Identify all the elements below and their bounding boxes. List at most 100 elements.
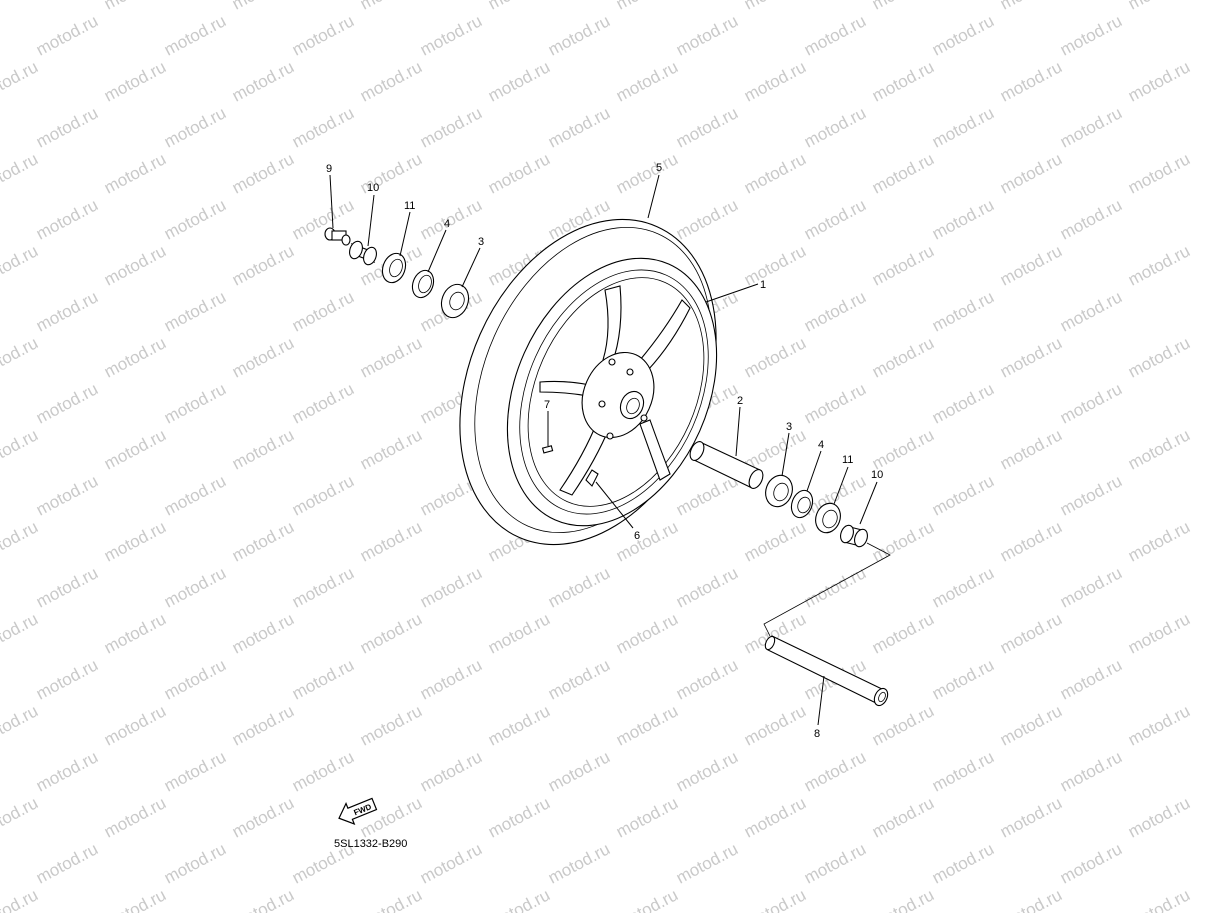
callout-1: 1: [760, 279, 766, 291]
disc-bolt: [640, 414, 648, 422]
watermark-text: motod.ru: [741, 885, 809, 913]
watermark-text: motod.ru: [101, 885, 169, 913]
watermark-text: motod.ru: [741, 241, 809, 289]
watermark-text: motod.ru: [485, 609, 553, 657]
watermark-text: motod.ru: [929, 839, 997, 887]
watermark-text: motod.ru: [869, 793, 937, 841]
callout-9: 9: [326, 163, 332, 175]
watermark-text: motod.ru: [289, 103, 357, 151]
watermark-text: motod.ru: [741, 793, 809, 841]
watermark-text: motod.ru: [0, 57, 41, 105]
watermark-text: motod.ru: [417, 103, 485, 151]
watermark-text: motod.ru: [741, 149, 809, 197]
watermark-text: motod.ru: [741, 701, 809, 749]
watermark-text: motod.ru: [801, 103, 869, 151]
watermark-text: motod.ru: [161, 103, 229, 151]
watermark-text: motod.ru: [101, 241, 169, 289]
watermark-text: motod.ru: [33, 747, 101, 795]
watermark-text: motod.ru: [613, 0, 681, 14]
watermark-text: motod.ru: [33, 11, 101, 59]
watermark-text: motod.ru: [289, 747, 357, 795]
watermark-text: motod.ru: [0, 425, 41, 473]
watermark-text: motod.ru: [673, 103, 741, 151]
watermark-text: motod.ru: [801, 563, 869, 611]
watermark-text: motod.ru: [485, 149, 553, 197]
wheel-spoke: [539, 380, 591, 397]
part-2-spacer: [689, 441, 764, 489]
watermark-text: motod.ru: [673, 563, 741, 611]
watermark-text: motod.ru: [801, 11, 869, 59]
callout-11: 11: [404, 200, 415, 212]
watermark-text: motod.ru: [997, 517, 1065, 565]
callout-3: 3: [786, 421, 792, 433]
watermark-text: motod.ru: [673, 655, 741, 703]
watermark-text: motod.ru: [161, 839, 229, 887]
axle-insertion-path: [763, 542, 891, 637]
watermark-text: motod.ru: [997, 793, 1065, 841]
watermark-text: motod.ru: [1057, 287, 1125, 335]
watermark-text: motod.ru: [801, 195, 869, 243]
watermark-text: motod.ru: [417, 747, 485, 795]
watermark-text: motod.ru: [357, 609, 425, 657]
watermark-text: motod.ru: [869, 241, 937, 289]
watermark-text: motod.ru: [997, 609, 1065, 657]
watermark-text: motod.ru: [289, 471, 357, 519]
watermark-text: motod.ru: [1125, 241, 1193, 289]
watermark-text: motod.ru: [1125, 609, 1193, 657]
watermark-text: motod.ru: [161, 11, 229, 59]
right-side-parts: [689, 441, 891, 707]
watermark-text: motod.ru: [869, 57, 937, 105]
hub-bore-inner: [626, 397, 640, 415]
watermark-text: motod.ru: [357, 333, 425, 381]
watermark-text: motod.ru: [357, 425, 425, 473]
watermark-text: motod.ru: [545, 839, 613, 887]
watermark-text: motod.ru: [673, 471, 741, 519]
watermark-text: motod.ru: [0, 701, 41, 749]
watermark-text: motod.ru: [1057, 11, 1125, 59]
watermark-text: motod.ru: [673, 11, 741, 59]
callout-5: 5: [656, 162, 662, 174]
watermark-text: motod.ru: [229, 793, 297, 841]
watermark-text: motod.ru: [229, 149, 297, 197]
watermark-text: motod.ru: [997, 0, 1065, 14]
watermark-text: motod.ru: [101, 333, 169, 381]
watermark-text: motod.ru: [0, 885, 41, 913]
watermark-text: motod.ru: [417, 563, 485, 611]
watermark-text: motod.ru: [357, 0, 425, 14]
rim-inner: [519, 269, 709, 515]
watermark-text: motod.ru: [161, 471, 229, 519]
watermark-text: motod.ru: [1125, 425, 1193, 473]
watermark-text: motod.ru: [229, 57, 297, 105]
watermark-text: motod.ru: [417, 195, 485, 243]
watermark-text: motod.ru: [1057, 103, 1125, 151]
watermark-text: motod.ru: [929, 747, 997, 795]
watermark-text: motod.ru: [869, 701, 937, 749]
callout-6: 6: [634, 530, 640, 542]
watermark-text: motod.ru: [673, 747, 741, 795]
watermark-text: motod.ru: [101, 793, 169, 841]
callout-8: 8: [814, 728, 820, 740]
watermark-text: motod.ru: [929, 103, 997, 151]
watermark-text: motod.ru: [545, 11, 613, 59]
callout-10: 10: [367, 182, 379, 194]
watermark-text: motod.ru: [161, 287, 229, 335]
watermark-text: motod.ru: [229, 0, 297, 14]
watermark-text: motod.ru: [485, 885, 553, 913]
watermark-text: motod.ru: [0, 241, 41, 289]
watermark-text: motod.ru: [929, 287, 997, 335]
watermark-text: motod.ru: [161, 747, 229, 795]
watermark-text: motod.ru: [1125, 793, 1193, 841]
watermark-text: motod.ru: [0, 149, 41, 197]
watermark-text: motod.ru: [869, 517, 937, 565]
watermark-text: motod.ru: [33, 287, 101, 335]
watermark-text: motod.ru: [613, 701, 681, 749]
watermark-text: motod.ru: [1125, 149, 1193, 197]
watermark-text: motod.ru: [161, 563, 229, 611]
watermark-text: motod.ru: [33, 563, 101, 611]
disc-bolt: [626, 368, 634, 376]
watermark-text: motod.ru: [485, 57, 553, 105]
leader-lines: [329, 174, 878, 726]
watermark-text: motod.ru: [1057, 655, 1125, 703]
